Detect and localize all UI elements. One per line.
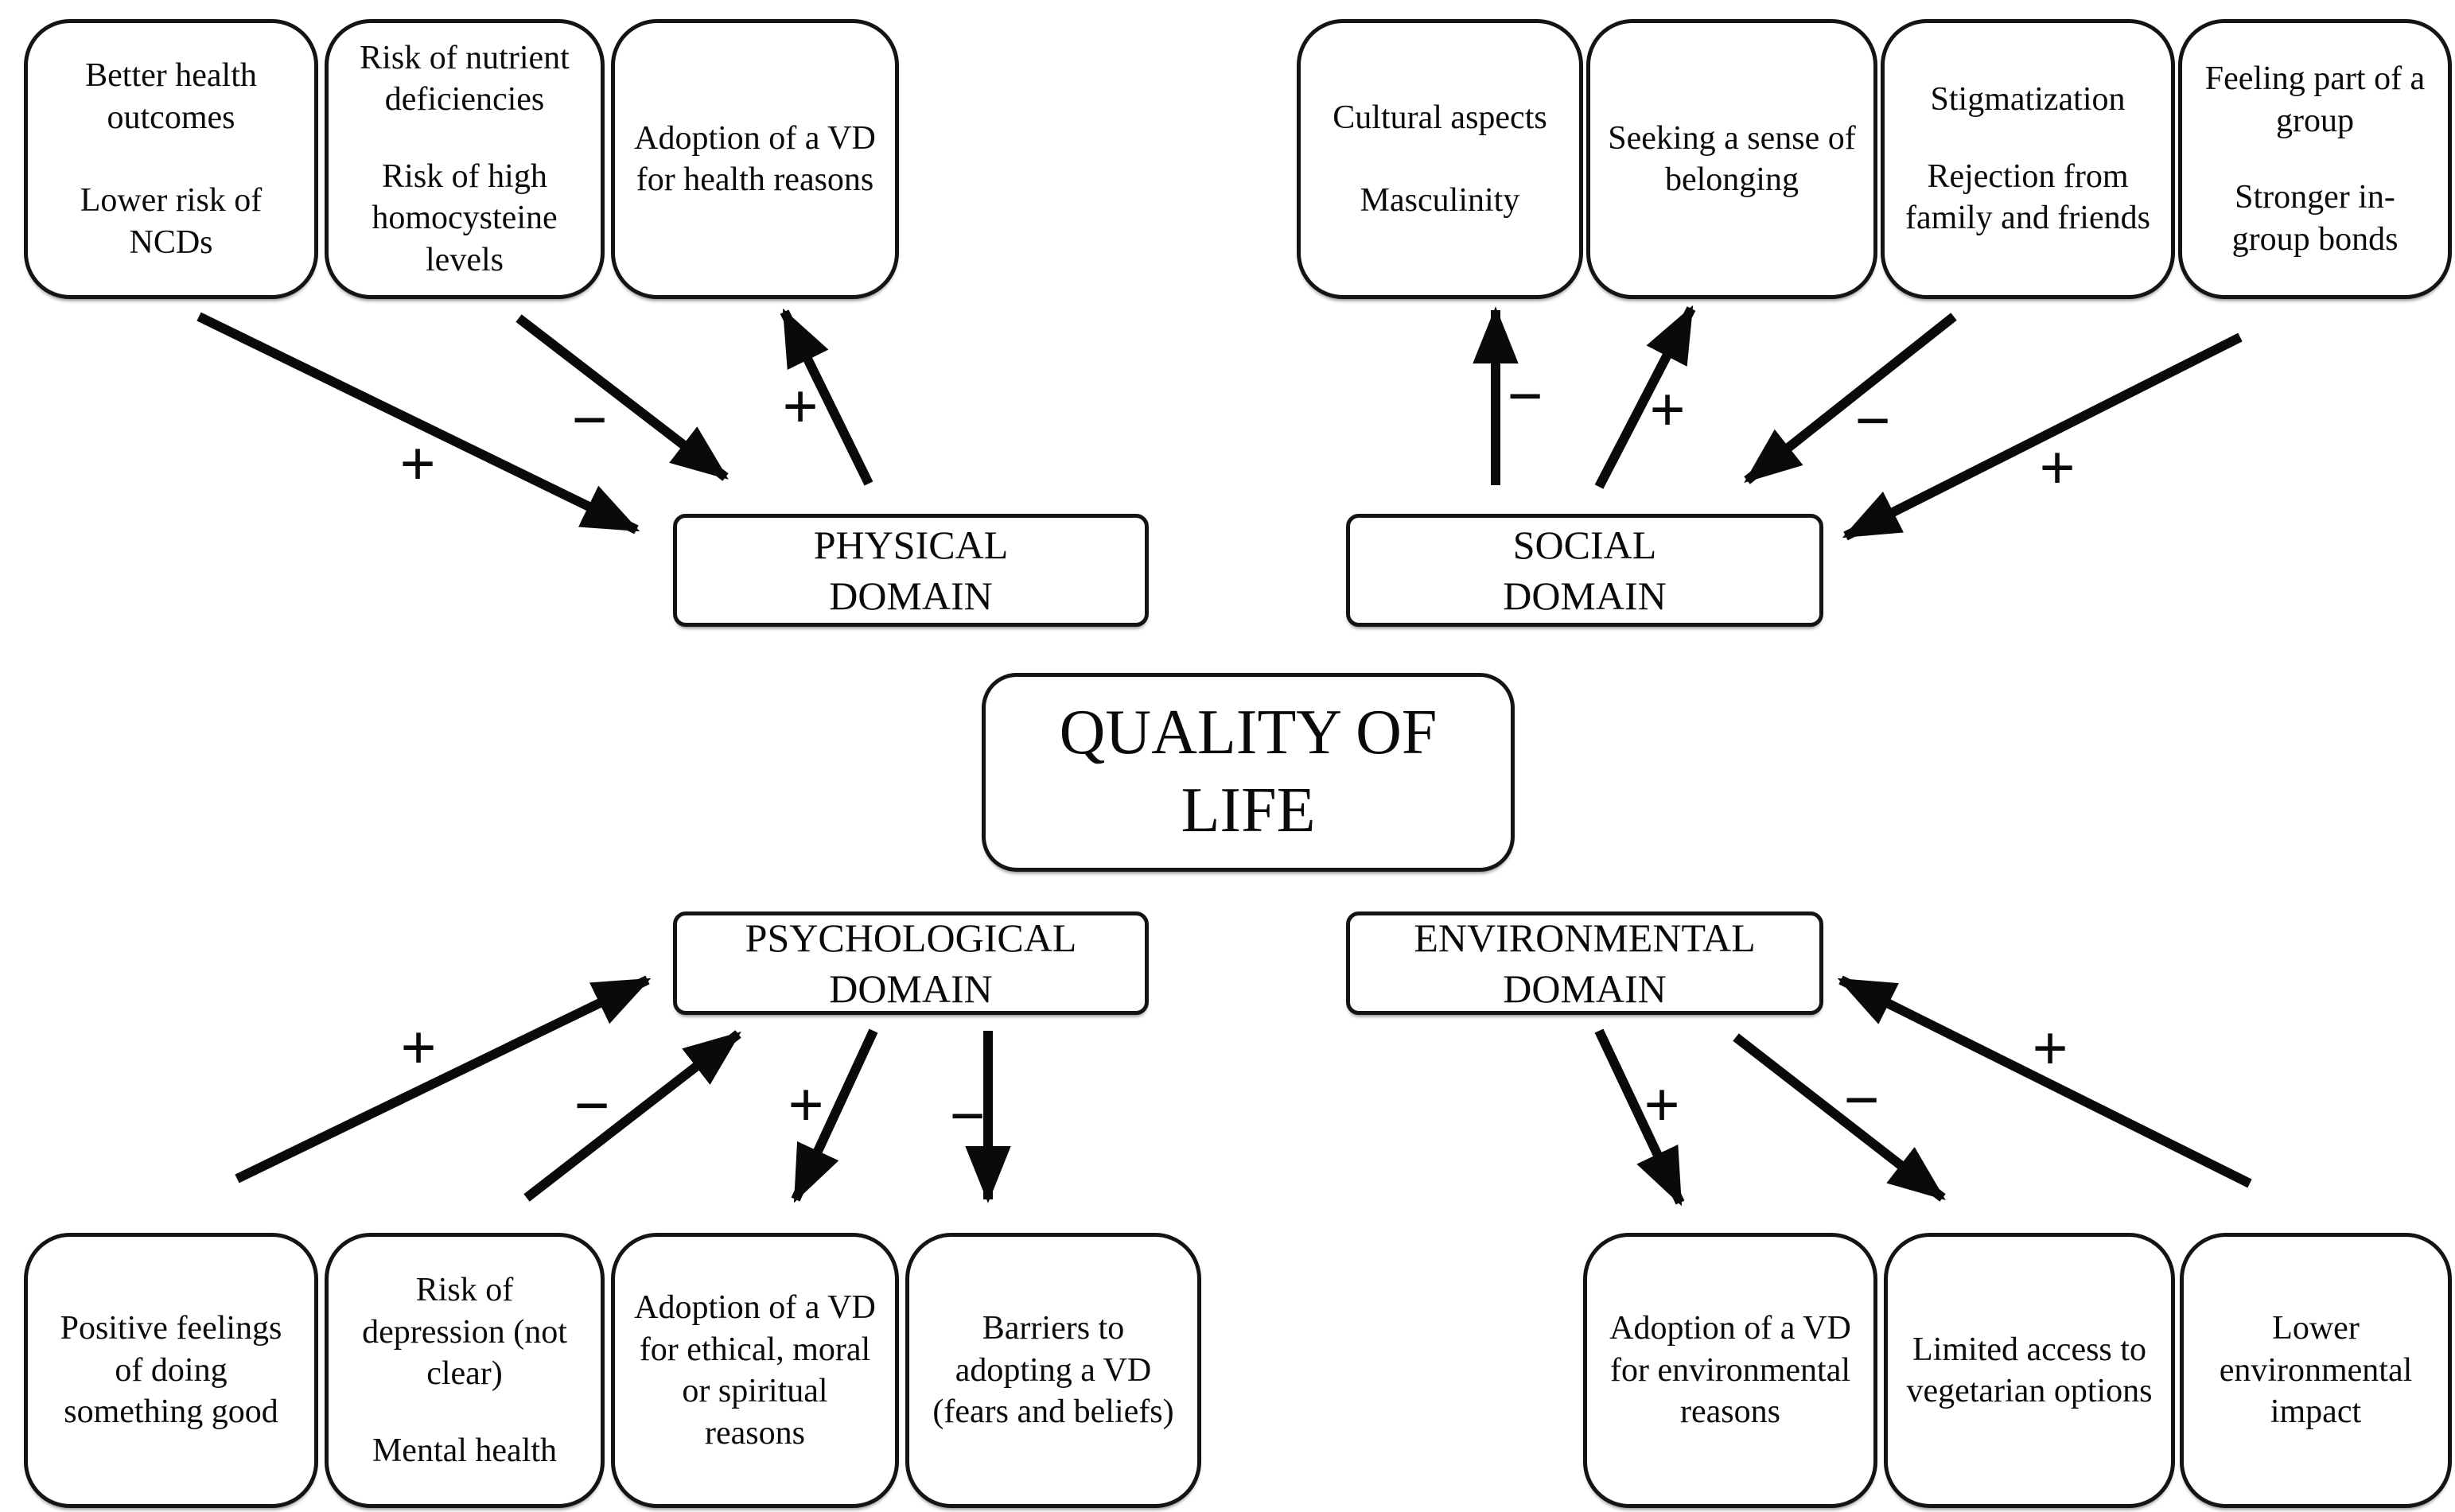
factor-text: Risk of depression (not clear)	[362, 1272, 567, 1392]
sign-plus: +	[399, 430, 436, 499]
arrow-better-health-to-physical	[196, 312, 640, 534]
sign-minus: −	[1854, 387, 1891, 457]
sign-plus: +	[782, 372, 819, 442]
sign-minus: −	[571, 386, 608, 456]
sign-plus: +	[788, 1071, 824, 1141]
domain-label: DOMAIN	[829, 573, 993, 618]
arrow-social-to-belonging	[1594, 305, 1696, 489]
arrow-group-to-social	[1842, 332, 2243, 541]
sign-plus: +	[1644, 1071, 1680, 1141]
arrow-env-to-limited-access	[1733, 1033, 1946, 1202]
arrow-psych-to-vd-ethical	[791, 1028, 878, 1203]
domain-box-psychological: PSYCHOLOGICAL DOMAIN	[673, 911, 1149, 1015]
quality-of-life-label: LIFE	[1181, 775, 1316, 845]
factor-text: Barriers to adopting a VD (fears and bel…	[932, 1310, 1174, 1431]
factor-text: Lower environmental impact	[2219, 1310, 2413, 1431]
arrow-positive-to-psych	[235, 975, 652, 1184]
domain-label: PHYSICAL	[813, 523, 1009, 567]
sign-minus: −	[949, 1082, 986, 1152]
arrow-depression-to-psych	[523, 1030, 741, 1202]
factor-box-depression-risk: Risk of depression (not clear) Mental he…	[325, 1233, 605, 1508]
factor-text: Cultural aspects	[1333, 99, 1547, 136]
arrow-physical-to-vd-health	[780, 308, 873, 486]
quality-of-life-box: QUALITY OF LIFE	[982, 673, 1515, 872]
factor-text: Mental health	[372, 1432, 558, 1469]
factor-text: Risk of nutrient deficiencies	[360, 39, 570, 119]
factor-box-limited-access: Limited access to vegetarian options	[1884, 1233, 2175, 1508]
factor-box-group-belonging: Feeling part of a group Stronger in-grou…	[2178, 19, 2452, 299]
factor-box-lower-impact: Lower environmental impact	[2180, 1233, 2452, 1508]
factor-text: Masculinity	[1360, 182, 1520, 219]
factor-box-better-health: Better health outcomes Lower risk of NCD…	[24, 19, 318, 299]
factor-text: Adoption of a VD for ethical, moral or s…	[634, 1289, 876, 1452]
domain-label: DOMAIN	[1503, 573, 1667, 618]
arrow-nutrient-to-physical	[516, 314, 729, 481]
factor-box-nutrient-risks: Risk of nutrient deficiencies Risk of hi…	[325, 19, 605, 299]
domain-box-social: SOCIAL DOMAIN	[1346, 514, 1823, 627]
sign-plus: +	[2032, 1014, 2068, 1084]
factor-box-belonging: Seeking a sense of belonging	[1586, 19, 1877, 299]
factor-box-vd-barriers: Barriers to adopting a VD (fears and bel…	[905, 1233, 1201, 1508]
factor-text: Stronger in-group bonds	[2231, 179, 2399, 258]
factor-text: Adoption of a VD for environmental reaso…	[1609, 1310, 1851, 1431]
factor-box-vd-environmental: Adoption of a VD for environmental reaso…	[1583, 1233, 1877, 1508]
sign-plus: +	[400, 1013, 437, 1083]
factor-box-vd-ethical: Adoption of a VD for ethical, moral or s…	[611, 1233, 899, 1508]
domain-label: PSYCHOLOGICAL	[745, 915, 1077, 960]
factor-text: Lower risk of NCDs	[80, 182, 263, 261]
factor-text: Seeking a sense of belonging	[1608, 119, 1856, 199]
domain-box-environmental: ENVIRONMENTAL DOMAIN	[1346, 911, 1823, 1015]
factor-text: Risk of high homocysteine levels	[372, 157, 558, 278]
domain-label: DOMAIN	[829, 966, 993, 1011]
sign-minus: −	[1507, 362, 1543, 432]
factor-text: Better health outcomes	[85, 57, 257, 136]
factor-text: Feeling part of a group	[2204, 60, 2426, 139]
arrow-env-to-vd-environmental	[1594, 1028, 1685, 1207]
factor-box-vd-health: Adoption of a VD for health reasons	[611, 19, 899, 299]
factor-text: Positive feelings of doing something goo…	[60, 1310, 282, 1431]
domain-label: DOMAIN	[1503, 966, 1667, 1011]
quality-of-life-label: QUALITY OF	[1059, 698, 1438, 768]
domain-label: ENVIRONMENTAL	[1414, 915, 1756, 960]
arrow-stigma-to-social	[1744, 313, 1957, 484]
factor-box-positive-feelings: Positive feelings of doing something goo…	[24, 1233, 318, 1508]
sign-plus: +	[2039, 433, 2076, 503]
factor-box-cultural: Cultural aspects Masculinity	[1297, 19, 1583, 299]
arrow-impact-to-env	[1837, 975, 2252, 1188]
domain-box-physical: PHYSICAL DOMAIN	[673, 514, 1149, 627]
factor-text: Stigmatization	[1930, 81, 2126, 119]
factor-text: Adoption of a VD for health reasons	[634, 119, 876, 199]
sign-minus: −	[574, 1071, 610, 1141]
sign-plus: +	[1649, 375, 1686, 445]
factor-box-stigmatization: Stigmatization Rejection from family and…	[1881, 19, 2175, 299]
sign-minus: −	[1843, 1066, 1880, 1136]
domain-label: SOCIAL	[1512, 523, 1657, 567]
factor-text: Limited access to vegetarian options	[1906, 1331, 2153, 1410]
factor-text: Rejection from family and friends	[1905, 157, 2150, 237]
